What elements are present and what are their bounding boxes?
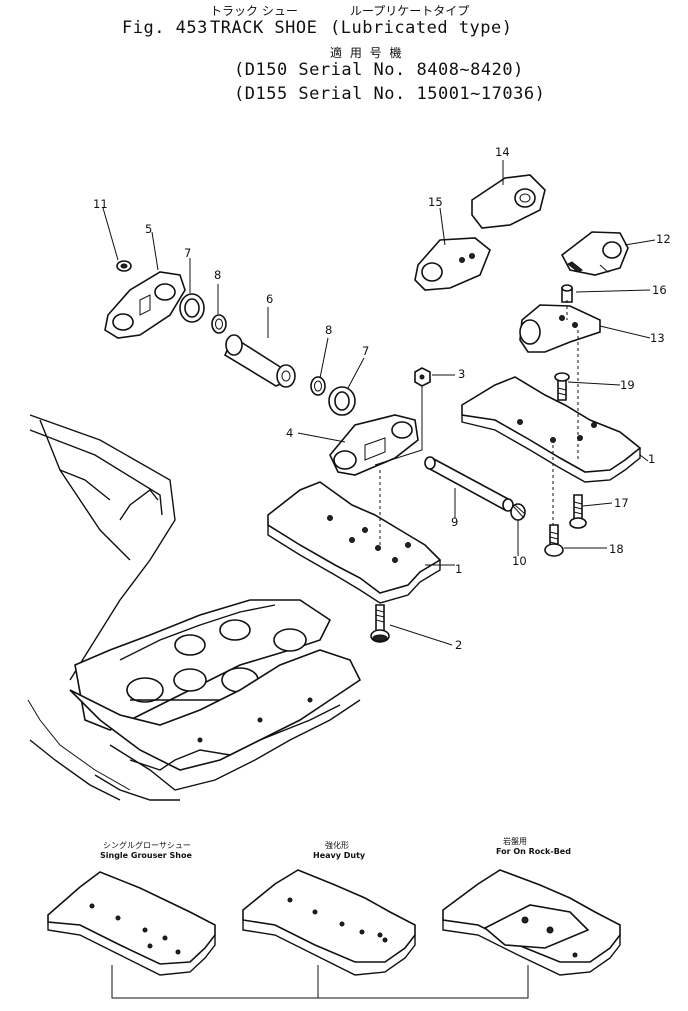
callout-2: 2 bbox=[455, 638, 463, 652]
variant-rock-bed-shoe bbox=[442, 869, 621, 976]
part-1-shoe-center bbox=[267, 481, 442, 604]
part-7-seal-lower bbox=[328, 386, 356, 416]
callout-7-lower: 7 bbox=[362, 344, 370, 358]
part-15-link-half bbox=[414, 237, 491, 291]
callout-6: 6 bbox=[266, 292, 274, 306]
callout-12: 12 bbox=[656, 232, 671, 246]
callout-7-upper: 7 bbox=[184, 246, 192, 260]
variant-3-jp-label: 岩盤用 bbox=[503, 837, 527, 846]
jp-applicable: 適 用 号 機 bbox=[330, 46, 404, 60]
part-5-link bbox=[104, 271, 186, 339]
type-label: (Lubricated type) bbox=[330, 18, 513, 38]
part-2-bolt bbox=[370, 604, 390, 643]
part-1-shoe-right bbox=[461, 376, 642, 483]
part-14-link-half bbox=[471, 174, 546, 229]
callout-10: 10 bbox=[512, 554, 527, 568]
part-16-plug bbox=[561, 284, 573, 303]
callout-1-center: 1 bbox=[455, 562, 463, 576]
fig-label: Fig. 453 bbox=[122, 18, 208, 38]
callout-15: 15 bbox=[428, 195, 443, 209]
part-7-seal-upper bbox=[179, 293, 205, 323]
part-19-bolt bbox=[554, 372, 570, 401]
variant-3-en-label: For On Rock-Bed bbox=[496, 847, 571, 856]
part-13-master-link bbox=[519, 304, 601, 353]
jp-title: トラック シュー bbox=[210, 4, 298, 18]
part-18-bolt bbox=[544, 524, 564, 557]
variant-2-jp-label: 強化形 bbox=[325, 841, 349, 850]
variant-1-en-label: Single Grouser Shoe bbox=[100, 851, 192, 860]
callout-17: 17 bbox=[614, 496, 629, 510]
serial-line-1: (D150 Serial No. 8408~8420) bbox=[234, 60, 524, 80]
callout-4: 4 bbox=[286, 426, 294, 440]
part-10-collar bbox=[510, 503, 526, 521]
variant-heavy-duty-shoe bbox=[242, 869, 416, 976]
variant-1-jp-label: シングルグローサシュー bbox=[103, 841, 191, 850]
variant-single-grouser-shoe bbox=[47, 871, 216, 976]
callout-1-right: 1 bbox=[648, 452, 656, 466]
assembled-track-illustration bbox=[27, 414, 362, 801]
part-11-nut bbox=[116, 260, 132, 272]
callout-14: 14 bbox=[495, 145, 510, 159]
diagram-title: TRACK SHOE bbox=[210, 18, 318, 38]
callout-18: 18 bbox=[609, 542, 624, 556]
callout-16: 16 bbox=[652, 283, 667, 297]
callout-8-upper: 8 bbox=[214, 268, 222, 282]
callout-11: 11 bbox=[93, 197, 108, 211]
callout-13: 13 bbox=[650, 331, 665, 345]
part-4-link bbox=[329, 414, 419, 476]
jp-type: ループリケートタイプ bbox=[350, 4, 470, 18]
part-12-link-half bbox=[560, 231, 629, 276]
callout-9: 9 bbox=[451, 515, 459, 529]
callout-5: 5 bbox=[145, 222, 153, 236]
variant-2-en-label: Heavy Duty bbox=[313, 851, 366, 860]
callout-19: 19 bbox=[620, 378, 635, 392]
part-17-bolt bbox=[569, 494, 587, 529]
serial-line-2: (D155 Serial No. 15001~17036) bbox=[234, 84, 546, 104]
part-9-pin bbox=[424, 456, 514, 512]
part-8-ring-lower bbox=[310, 376, 326, 396]
part-3-nut bbox=[414, 367, 431, 387]
part-6-bushing bbox=[223, 334, 296, 388]
part-8-ring-upper bbox=[211, 314, 227, 334]
callout-8-lower: 8 bbox=[325, 323, 333, 337]
callout-3: 3 bbox=[458, 367, 466, 381]
